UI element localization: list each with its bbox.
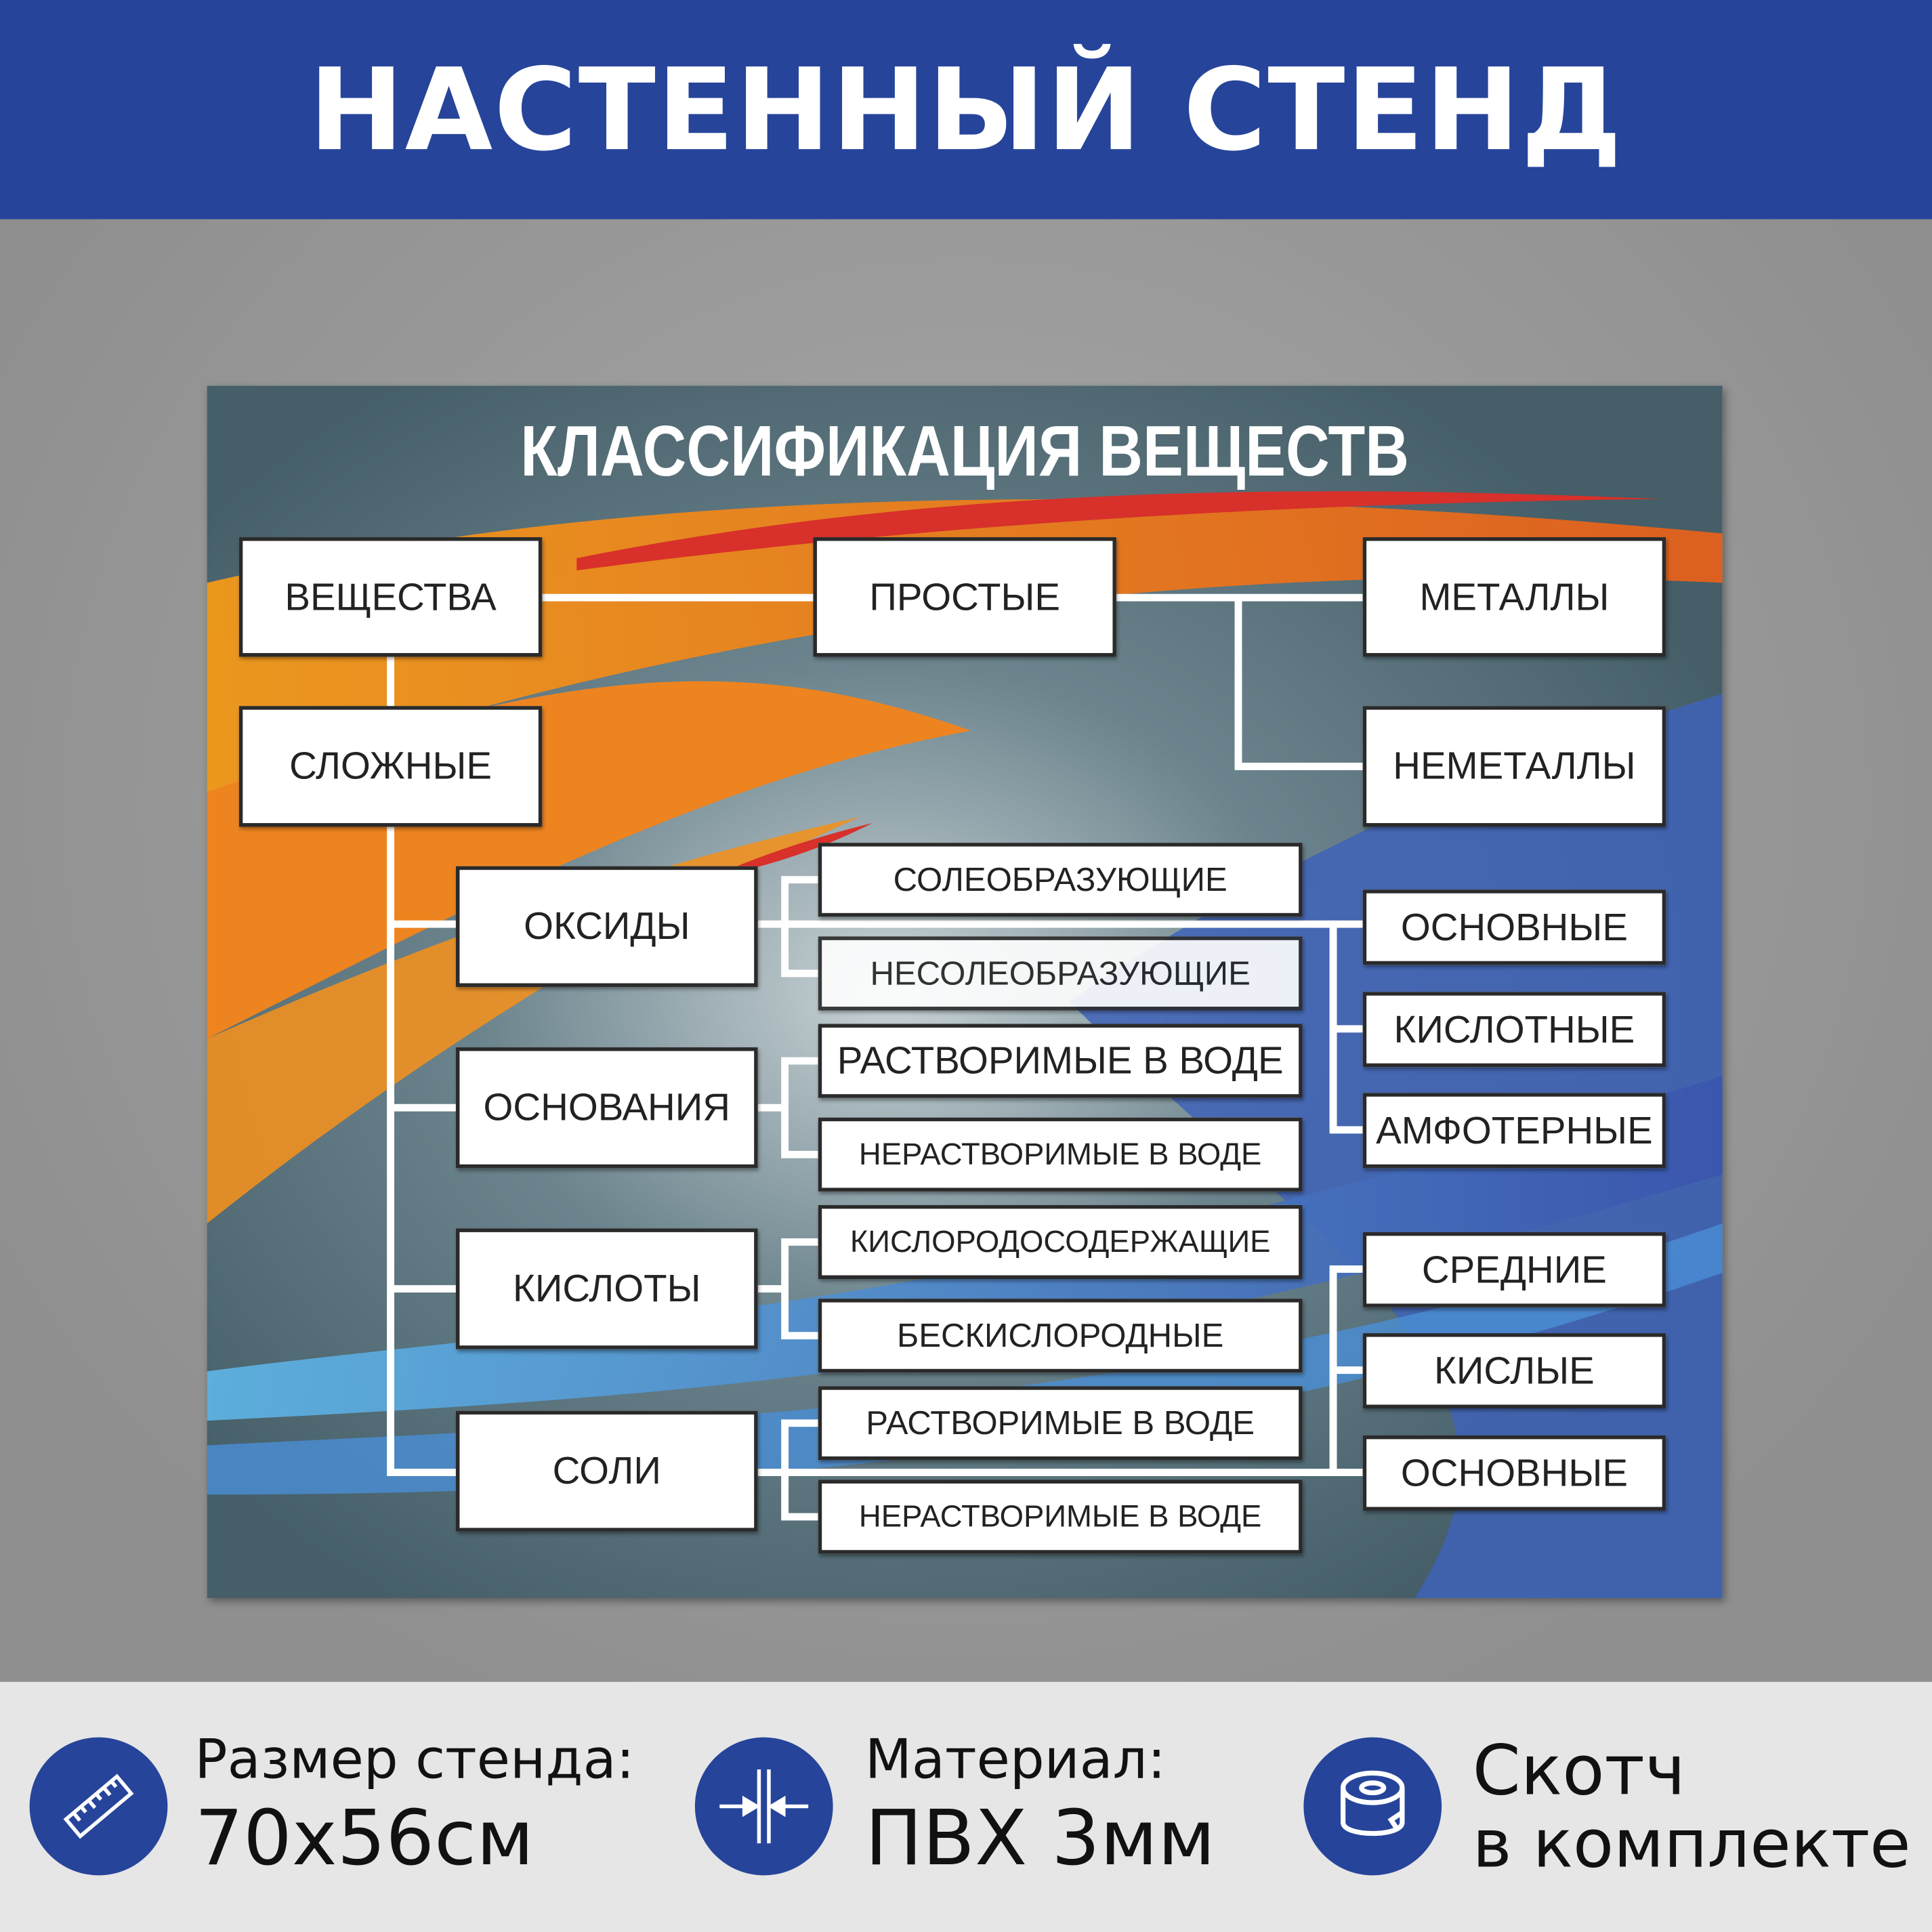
box-substances: ВЕЩЕСТВА	[238, 537, 543, 657]
box-salt-normal: СРЕДНИЕ	[1362, 1232, 1666, 1307]
box-acids: КИСЛОТЫ	[455, 1228, 758, 1349]
tape-icon	[1303, 1737, 1442, 1876]
box-salt-acidic: КИСЛЫЕ	[1362, 1333, 1666, 1409]
ruler-icon	[29, 1737, 168, 1876]
box-nonmetals: НЕМЕТАЛЛЫ	[1362, 706, 1666, 827]
connector-lines	[387, 593, 1363, 1521]
box-metals: МЕТАЛЛЫ	[1362, 537, 1666, 657]
tape-value: в комплекте	[1472, 1805, 1911, 1883]
box-bases-insoluble: НЕРАСТВОРИМЫЕ В ВОДЕ	[818, 1117, 1303, 1192]
box-oxide-acidic: КИСЛОТНЫЕ	[1362, 992, 1666, 1068]
header-banner: НАСТЕННЫЙ СТЕНД	[0, 0, 1932, 219]
box-complex: СЛОЖНЫЕ	[238, 706, 543, 827]
features-bar: Размер стенда: 70x56см Материал: ПВХ 3мм…	[0, 1681, 1932, 1932]
board-title: КЛАССИФИКАЦИЯ ВЕЩЕСТВ	[520, 411, 1410, 492]
thickness-icon	[694, 1737, 833, 1876]
box-oxide-basic: ОСНОВНЫЕ	[1362, 889, 1666, 965]
box-non-salt-forming: НЕСОЛЕОБРАЗУЮЩИЕ	[818, 936, 1303, 1011]
box-simple: ПРОСТЫЕ	[813, 537, 1116, 657]
box-salts-insoluble: НЕРАСТВОРИМЫЕ В ВОДЕ	[818, 1479, 1303, 1554]
material-value: ПВХ 3мм	[864, 1792, 1216, 1883]
material-label: Материал:	[864, 1728, 1166, 1792]
box-oxygen-free: БЕСКИСЛОРОДНЫЕ	[818, 1299, 1303, 1373]
box-salts-soluble: РАСТВОРИМЫЕ В ВОДЕ	[818, 1386, 1303, 1461]
box-bases-soluble: РАСТВОРИМЫЕ В ВОДЕ	[818, 1024, 1303, 1098]
box-oxygen-containing: КИСЛОРОДОСОДЕРЖАЩИЕ	[818, 1204, 1303, 1280]
stand-board: КЛАССИФИКАЦИЯ ВЕЩЕСТВ ВЕЩЕСТВА ПРОСТЫЕ М…	[207, 385, 1723, 1599]
box-salts: СОЛИ	[455, 1410, 758, 1532]
box-bases: ОСНОВАНИЯ	[455, 1047, 758, 1169]
size-label: Размер стенда:	[194, 1728, 635, 1792]
header-title: НАСТЕННЫЙ СТЕНД	[308, 43, 1624, 176]
box-salt-forming: СОЛЕОБРАЗУЮЩИЕ	[818, 843, 1303, 917]
box-oxides: ОКСИДЫ	[455, 866, 758, 987]
size-value: 70x56см	[194, 1792, 534, 1883]
box-oxide-amphoteric: АМФОТЕРНЫЕ	[1362, 1093, 1666, 1169]
box-salt-basic: ОСНОВНЫЕ	[1362, 1435, 1666, 1511]
tape-label: Скотч	[1472, 1731, 1686, 1811]
